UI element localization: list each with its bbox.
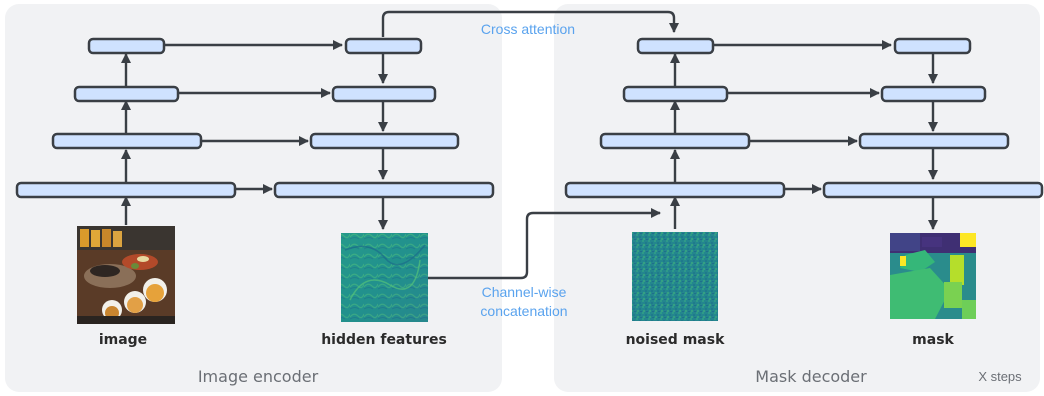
channel-concat-connector xyxy=(427,207,662,280)
decoder-skip-arrows xyxy=(713,39,893,195)
decoder-down-block-1 xyxy=(564,181,786,199)
encoder-down-block-1 xyxy=(15,181,237,199)
decoder-up-block-2 xyxy=(858,132,1010,150)
encoder-up-block-3 xyxy=(331,85,437,103)
encoder-up-block-1 xyxy=(273,181,495,199)
decoder-up-block-3 xyxy=(880,85,987,103)
image-caption: image xyxy=(99,332,147,348)
input-image xyxy=(77,226,175,324)
decoder-down-block-3 xyxy=(622,85,729,103)
encoder-down-block-3 xyxy=(73,85,180,103)
output-mask-image xyxy=(890,233,976,319)
encoder-down-block-4 xyxy=(87,37,166,55)
encoder-skip-arrows xyxy=(164,39,344,195)
cross-attention-label: Cross attention xyxy=(481,21,575,37)
steps-label: X steps xyxy=(978,369,1022,384)
noised-mask-image xyxy=(632,232,718,321)
channel-concat-label-line2: concatenation xyxy=(480,303,567,319)
encoder-up-block-2 xyxy=(309,132,460,150)
decoder-down-block-4 xyxy=(636,37,715,55)
decoder-up-block-1 xyxy=(822,181,1044,199)
mask-decoder-title: Mask decoder xyxy=(755,367,867,386)
image-encoder-title: Image encoder xyxy=(198,367,319,386)
noised-mask-caption: noised mask xyxy=(626,332,725,348)
decoder-down-block-2 xyxy=(599,132,751,150)
mask-caption: mask xyxy=(912,332,954,348)
decoder-up-block-4 xyxy=(893,37,972,55)
hidden-features-image xyxy=(341,233,428,322)
cross-attention-connector xyxy=(381,10,680,37)
encoder-down-block-2 xyxy=(51,132,203,150)
channel-concat-label-line1: Channel-wise xyxy=(482,284,567,300)
hidden-features-caption: hidden features xyxy=(321,332,447,348)
encoder-up-block-4 xyxy=(344,37,423,55)
